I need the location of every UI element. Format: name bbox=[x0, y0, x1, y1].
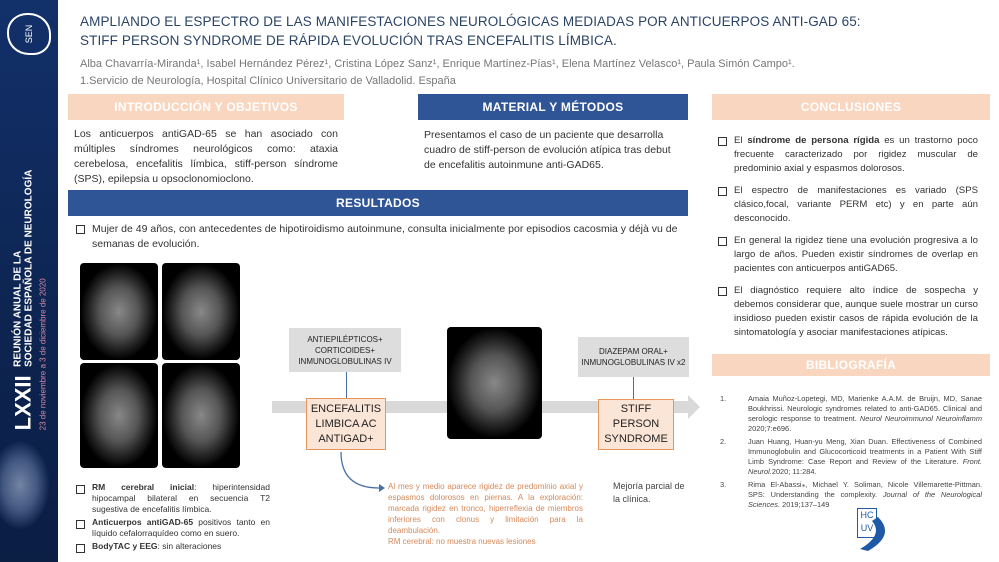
bib-journal: Front. Neurol. bbox=[748, 457, 982, 476]
finding-text: : hiperintensidad hipocampal bilateral e… bbox=[92, 482, 270, 514]
stage-sps: STIFF PERSON SYNDROME bbox=[598, 399, 674, 450]
c-pre: En general la rigidez tiene una evolució… bbox=[734, 235, 978, 274]
outcome-text: Mejoría parcial de la clínica. bbox=[613, 481, 685, 504]
bib-text: Amaia Muñoz-Lopetegi, MD, Marienke A.A.M… bbox=[748, 394, 982, 423]
poster-title: AMPLIANDO EL ESPECTRO DE LAS MANIFESTACI… bbox=[80, 12, 861, 50]
finding-bold: RM cerebral inicial bbox=[92, 482, 195, 492]
bib-tail: 2019;137–149 bbox=[780, 500, 830, 509]
connector bbox=[633, 377, 634, 399]
bib-text: Rima El-Abassi⁎, Michael Y. Soliman, Nic… bbox=[748, 480, 982, 499]
logo-line2: UV bbox=[860, 523, 874, 533]
evolution-text: Al mes y medio aparece rigidez de predom… bbox=[388, 481, 583, 547]
bib-item: 2. Juan Huang, Huan-yu Meng, Xian Duan. E… bbox=[720, 437, 982, 477]
bib-journal: Neurol Neuroimmunol Neuroinflamm bbox=[859, 414, 982, 423]
authors-block: Alba Chavarría-Miranda¹, Isabel Hernánde… bbox=[80, 56, 795, 90]
mri-image-2 bbox=[162, 263, 240, 360]
bib-item: 3. Rima El-Abassi⁎, Michael Y. Soliman, N… bbox=[720, 480, 982, 510]
bib-num: 3. bbox=[720, 480, 727, 489]
stage-encefalitis: ENCEFALITIS LIMBICA AC ANTIGAD+ bbox=[306, 398, 386, 450]
finding-item: Anticuerpos antiGAD-65 positivos tanto e… bbox=[74, 517, 270, 539]
finding-item: RM cerebral inicial: hiperintensidad hip… bbox=[74, 482, 270, 515]
authors: Alba Chavarría-Miranda¹, Isabel Hernánde… bbox=[80, 58, 795, 70]
bib-tail: 2020;7:e696. bbox=[748, 424, 792, 433]
hcuv-swoosh-icon bbox=[860, 517, 886, 551]
finding-bold: Anticuerpos antiGAD-65 bbox=[92, 517, 194, 527]
conclusions-heading: CONCLUSIONES bbox=[712, 94, 990, 120]
bib-tail: 2020; 11:284. bbox=[771, 467, 817, 476]
sen-logo: SEN bbox=[7, 13, 51, 55]
arrow-head-icon bbox=[688, 395, 700, 419]
finding-bold: BodyTAC y EEG bbox=[92, 541, 158, 551]
finding-text: : sin alteraciones bbox=[157, 541, 222, 551]
bibliography-list: 1. Amaia Muñoz-Lopetegi, MD, Marienke A.A… bbox=[720, 394, 982, 513]
methods-heading: MATERIAL Y MÉTODOS bbox=[418, 94, 688, 120]
event-line2: SOCIEDAD ESPAÑOLA DE NEUROLOGÍA bbox=[23, 169, 35, 367]
title-line1: AMPLIANDO EL ESPECTRO DE LAS MANIFESTACI… bbox=[80, 14, 861, 29]
event-dates: 23 de noviembre a 3 de diciembre de 2020 bbox=[38, 278, 48, 431]
finding-item: BodyTAC y EEG: sin alteraciones bbox=[74, 541, 270, 553]
evolution-description: Al mes y medio aparece rigidez de predom… bbox=[388, 482, 583, 535]
evolution-mri: RM cerebral: no muestra nuevas lesiones bbox=[388, 537, 536, 546]
mri-image-4 bbox=[162, 363, 240, 468]
intro-text: Los anticuerpos antiGAD-65 se han asocia… bbox=[74, 128, 338, 185]
conclusion-item: El síndrome de persona rígida es un tras… bbox=[716, 134, 978, 176]
treatment-2: DIAZEPAM ORAL+ INMUNOGLOBULINAS IV x2 bbox=[578, 337, 689, 377]
results-intro-item: Mujer de 49 años, con antecedentes de hi… bbox=[74, 222, 684, 252]
results-findings: RM cerebral inicial: hiperintensidad hip… bbox=[74, 482, 270, 554]
mri-image-3 bbox=[80, 363, 158, 468]
mri-image-1 bbox=[80, 263, 158, 360]
bib-num: 1. bbox=[720, 394, 727, 403]
brain-illustration bbox=[0, 440, 50, 530]
c-bold: síndrome de persona rígida bbox=[747, 135, 880, 146]
conclusion-item: En general la rigidez tiene una evolució… bbox=[716, 234, 978, 276]
c-pre: El diagnóstico requiere alto índice de s… bbox=[734, 285, 978, 338]
conclusion-item: El diagnóstico requiere alto índice de s… bbox=[716, 284, 978, 340]
bibliography-heading: BIBLIOGRAFÍA bbox=[712, 354, 990, 376]
c-post: es un trastorno poco frecuente caracteri… bbox=[734, 135, 978, 174]
edition: LXXII bbox=[10, 375, 36, 431]
c-pre: El espectro de manifestaciones es variad… bbox=[734, 185, 978, 224]
event-line1: REUNIÓN ANUAL DE LA bbox=[12, 250, 24, 367]
bib-item: 1. Amaia Muñoz-Lopetegi, MD, Marienke A.A… bbox=[720, 394, 982, 434]
mri-image-followup bbox=[447, 327, 542, 439]
results-intro: Mujer de 49 años, con antecedentes de hi… bbox=[74, 222, 684, 261]
bib-journal: Journal of the Neurological Sciences. bbox=[748, 490, 982, 509]
logo-text: SEN bbox=[24, 24, 34, 44]
affiliation: 1.Servicio de Neurología, Hospital Clíni… bbox=[80, 75, 456, 87]
conclusions-list: El síndrome de persona rígida es un tras… bbox=[716, 134, 978, 349]
c-pre: El bbox=[734, 135, 748, 146]
title-line2: STIFF PERSON SYNDROME DE RÁPIDA EVOLUCIÓ… bbox=[80, 33, 617, 48]
intro-heading: INTRODUCCIÓN Y OBJETIVOS bbox=[68, 94, 344, 120]
logo-line1: HC bbox=[860, 510, 874, 520]
curved-arrow-icon bbox=[340, 451, 385, 492]
finding-text: positivos tanto en líquido cefalorraquíd… bbox=[92, 517, 270, 538]
bib-text: Juan Huang, Huan-yu Meng, Xian Duan. Eff… bbox=[748, 437, 982, 466]
connector bbox=[346, 372, 347, 398]
results-heading: RESULTADOS bbox=[68, 190, 688, 216]
treatment-1: ANTIEPILÉPTICOS+ CORTICOIDES+ INMUNOGLOB… bbox=[289, 328, 401, 372]
methods-text: Presentamos el caso de un paciente que d… bbox=[424, 129, 671, 171]
bib-num: 2. bbox=[720, 437, 727, 446]
conclusion-item: El espectro de manifestaciones es variad… bbox=[716, 184, 978, 226]
